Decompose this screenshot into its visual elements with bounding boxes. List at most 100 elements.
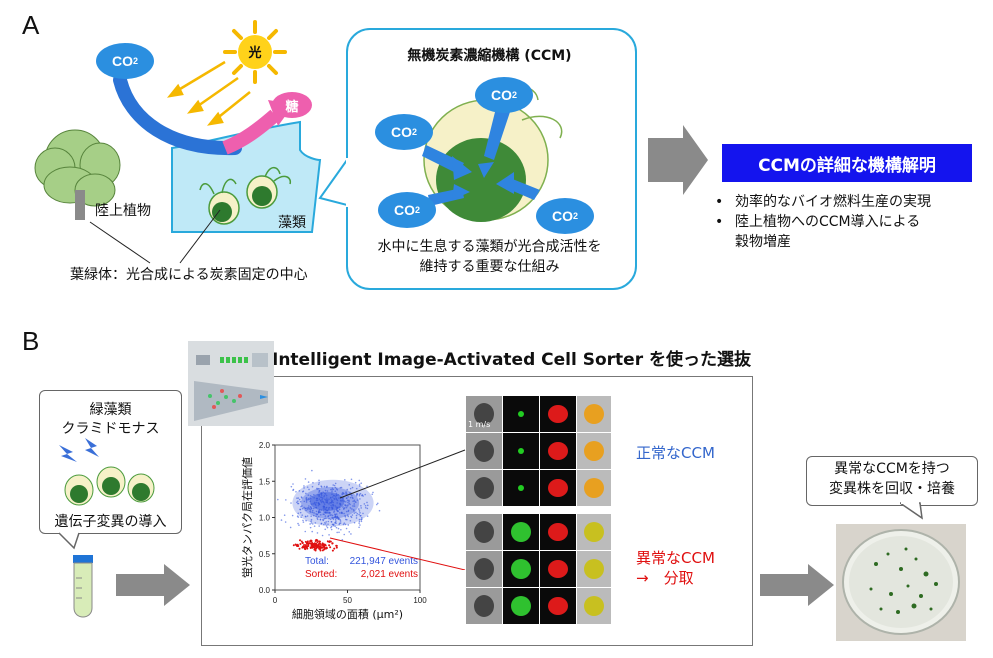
data-point xyxy=(323,492,326,495)
data-point xyxy=(323,501,325,504)
data-point xyxy=(335,516,337,518)
data-point xyxy=(335,522,337,524)
data-point xyxy=(347,524,350,526)
data-point xyxy=(334,486,337,489)
data-point xyxy=(322,491,324,494)
data-point xyxy=(352,508,355,511)
data-point xyxy=(306,486,309,488)
data-point xyxy=(334,505,337,507)
data-point xyxy=(361,518,363,521)
data-point xyxy=(328,534,330,536)
sorted-point xyxy=(311,542,314,545)
data-point xyxy=(335,488,338,490)
data-point xyxy=(337,527,340,530)
data-point xyxy=(334,518,337,521)
data-point xyxy=(311,509,314,512)
data-point xyxy=(331,496,334,498)
data-point xyxy=(297,500,299,502)
data-point xyxy=(305,498,308,501)
data-point xyxy=(350,533,352,535)
data-point xyxy=(349,496,352,499)
data-point xyxy=(329,518,332,521)
data-point xyxy=(305,509,307,512)
co2-bubble-sub: 2 xyxy=(411,127,417,137)
abnormal-cell-images xyxy=(466,514,611,624)
data-point xyxy=(310,515,312,517)
data-point xyxy=(299,508,301,511)
sorted-point xyxy=(304,544,307,547)
data-point xyxy=(315,497,318,500)
data-point xyxy=(316,487,318,490)
sorted-point xyxy=(296,543,299,546)
co2-bubble-sub: 2 xyxy=(511,90,517,100)
data-point xyxy=(360,482,362,484)
data-point xyxy=(312,503,315,505)
bullet-text: 穀物増産 xyxy=(735,234,791,250)
data-point xyxy=(344,514,346,517)
data-point xyxy=(349,519,352,522)
data-point xyxy=(334,490,337,493)
data-point xyxy=(322,519,325,522)
data-point xyxy=(330,504,332,507)
data-point xyxy=(317,487,320,490)
data-point xyxy=(347,515,350,518)
data-point xyxy=(328,498,330,500)
data-point xyxy=(366,507,369,510)
data-point xyxy=(366,485,368,488)
bullet-text: 効率的なバイオ燃料生産の実現 xyxy=(735,194,931,210)
co2-bubble-sub: 2 xyxy=(572,211,578,221)
data-point xyxy=(325,521,327,523)
data-point xyxy=(320,522,323,525)
data-point xyxy=(340,486,343,489)
data-point xyxy=(309,500,311,503)
data-point xyxy=(345,510,348,513)
data-point xyxy=(334,482,337,485)
data-point xyxy=(341,493,344,496)
sorted-point xyxy=(315,543,318,546)
list-item: •陸上植物へのCCM導入による xyxy=(715,212,931,232)
x-tick-label: 0 xyxy=(273,596,278,605)
data-point xyxy=(331,489,333,491)
data-point xyxy=(338,512,341,514)
data-point xyxy=(351,514,354,516)
data-point xyxy=(313,496,315,499)
ccm-title: 無機炭素濃縮機構 (CCM) xyxy=(407,48,572,64)
data-point xyxy=(353,503,355,505)
data-point xyxy=(311,511,314,514)
sorted-point xyxy=(318,540,321,543)
data-point xyxy=(315,506,317,509)
data-point xyxy=(324,528,327,531)
data-point xyxy=(296,497,298,499)
sorted-point xyxy=(324,547,327,550)
co2-bubble-sub: 2 xyxy=(132,56,138,66)
abnormal-cell-image-grid xyxy=(466,514,611,624)
data-point xyxy=(310,506,312,509)
tree-icon xyxy=(34,129,121,220)
data-point xyxy=(358,520,361,523)
data-point xyxy=(318,511,321,513)
data-point xyxy=(304,515,307,518)
data-point xyxy=(290,485,293,488)
data-point xyxy=(331,514,334,517)
sorted-point xyxy=(328,544,331,547)
data-point xyxy=(350,516,353,519)
ccm-caption-line-2: 維持する重要な仕組み xyxy=(419,259,560,275)
data-point xyxy=(315,501,318,504)
data-point xyxy=(304,478,307,480)
bullet-mark: • xyxy=(715,214,724,230)
sorter-title: Intelligent Image-Activated Cell Sorter … xyxy=(272,350,752,370)
data-point xyxy=(348,500,350,503)
data-point xyxy=(342,498,344,500)
plant-label: 陸上植物 xyxy=(95,203,151,219)
data-point xyxy=(330,528,333,531)
data-point xyxy=(316,518,319,521)
data-point xyxy=(331,490,333,493)
data-point xyxy=(307,508,309,511)
data-point xyxy=(359,498,361,500)
sorted-point xyxy=(306,547,309,550)
data-point xyxy=(336,517,339,519)
data-point xyxy=(309,497,312,499)
panel-b-letter: B xyxy=(22,326,40,356)
